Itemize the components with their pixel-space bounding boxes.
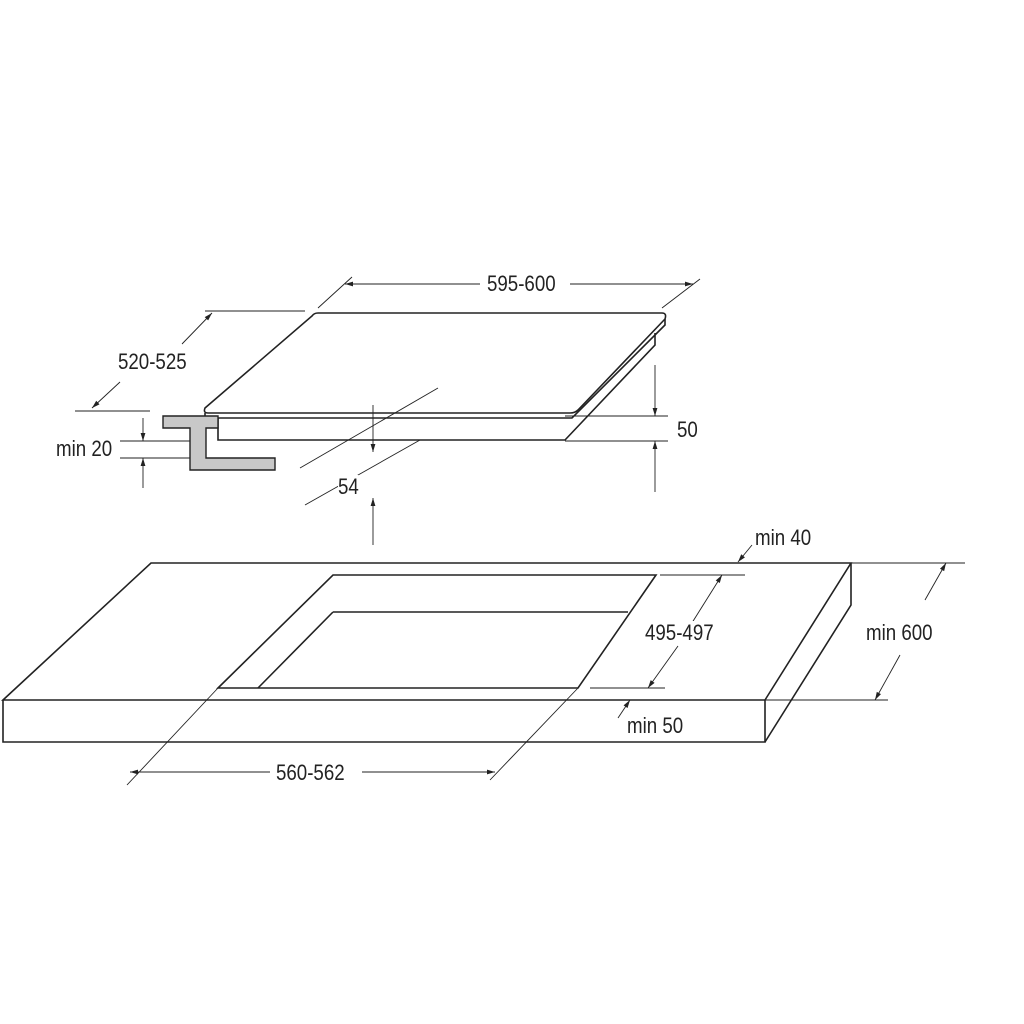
cutout-width-label: 560-562 xyxy=(276,760,345,785)
mounting-bracket xyxy=(162,415,276,471)
countertop-top xyxy=(0,562,853,701)
counter-depth-label: min 600 xyxy=(866,620,933,645)
hob-body xyxy=(217,333,656,441)
front-clearance-label: min 50 xyxy=(627,713,684,738)
bracket-min-label: min 20 xyxy=(56,436,113,461)
hob-height-label: 50 xyxy=(677,417,698,442)
countertop-dimensions xyxy=(126,544,965,786)
cutout-outer xyxy=(216,574,658,689)
countertop xyxy=(0,562,853,743)
hob-dimensions xyxy=(75,276,701,545)
body-height-label: 54 xyxy=(338,474,359,499)
hob-depth-label: 520-525 xyxy=(118,349,187,374)
hob-glass-top xyxy=(203,312,667,414)
countertop-side xyxy=(764,563,852,743)
cutout-depth-label: 495-497 xyxy=(645,620,714,645)
countertop-front xyxy=(2,700,766,743)
hob-glass-edge xyxy=(204,319,666,419)
back-clearance-label: min 40 xyxy=(755,525,812,550)
cutout-inner xyxy=(257,611,628,689)
hob-width-label: 595-600 xyxy=(487,271,556,296)
hob xyxy=(203,312,667,441)
